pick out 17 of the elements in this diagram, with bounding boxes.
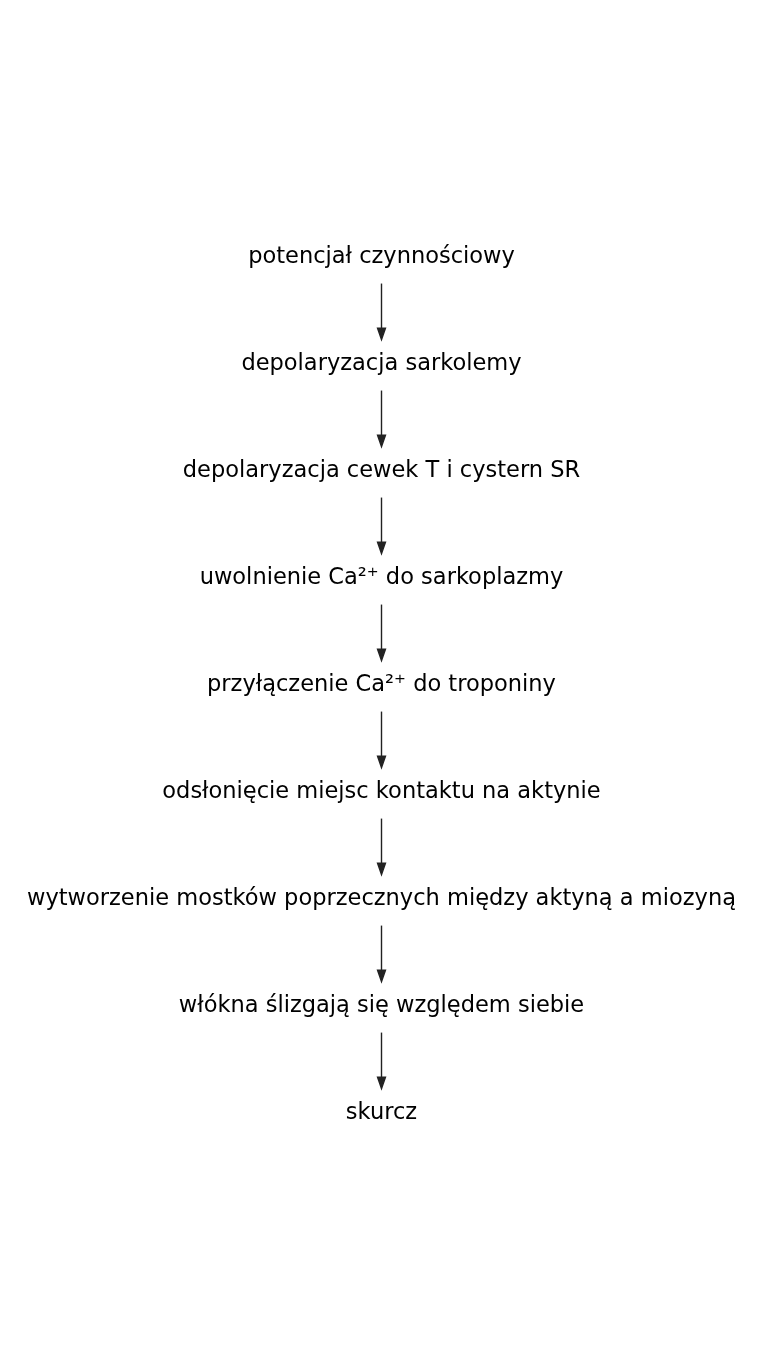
- node-text: wytworzenie mostków poprzecznych między aktyną a miozyną: [27, 883, 736, 910]
- node-text: uwolnienie Ca²⁺ do sarkoplazmy: [199, 562, 564, 589]
- arrow: [376, 817, 387, 877]
- arrow: [376, 710, 387, 770]
- arrow: [376, 1031, 387, 1091]
- arrow: [376, 603, 387, 663]
- node-text: włókna ślizgają się względem siebie: [178, 990, 585, 1017]
- node-text: skurcz: [345, 1097, 418, 1124]
- node-text: potencjał czynnościowy: [248, 241, 515, 268]
- arrow: [376, 389, 387, 449]
- arrow: [376, 282, 387, 342]
- node-text: depolaryzacja cewek T i cystern SR: [182, 455, 581, 482]
- node-text: depolaryzacja sarkolemy: [241, 348, 522, 375]
- node-text: przyłączenie Ca²⁺ do troponiny: [207, 669, 556, 696]
- node-text: odsłonięcie miejsc kontaktu na aktynie: [162, 776, 601, 803]
- arrow: [376, 924, 387, 984]
- arrow: [376, 496, 387, 556]
